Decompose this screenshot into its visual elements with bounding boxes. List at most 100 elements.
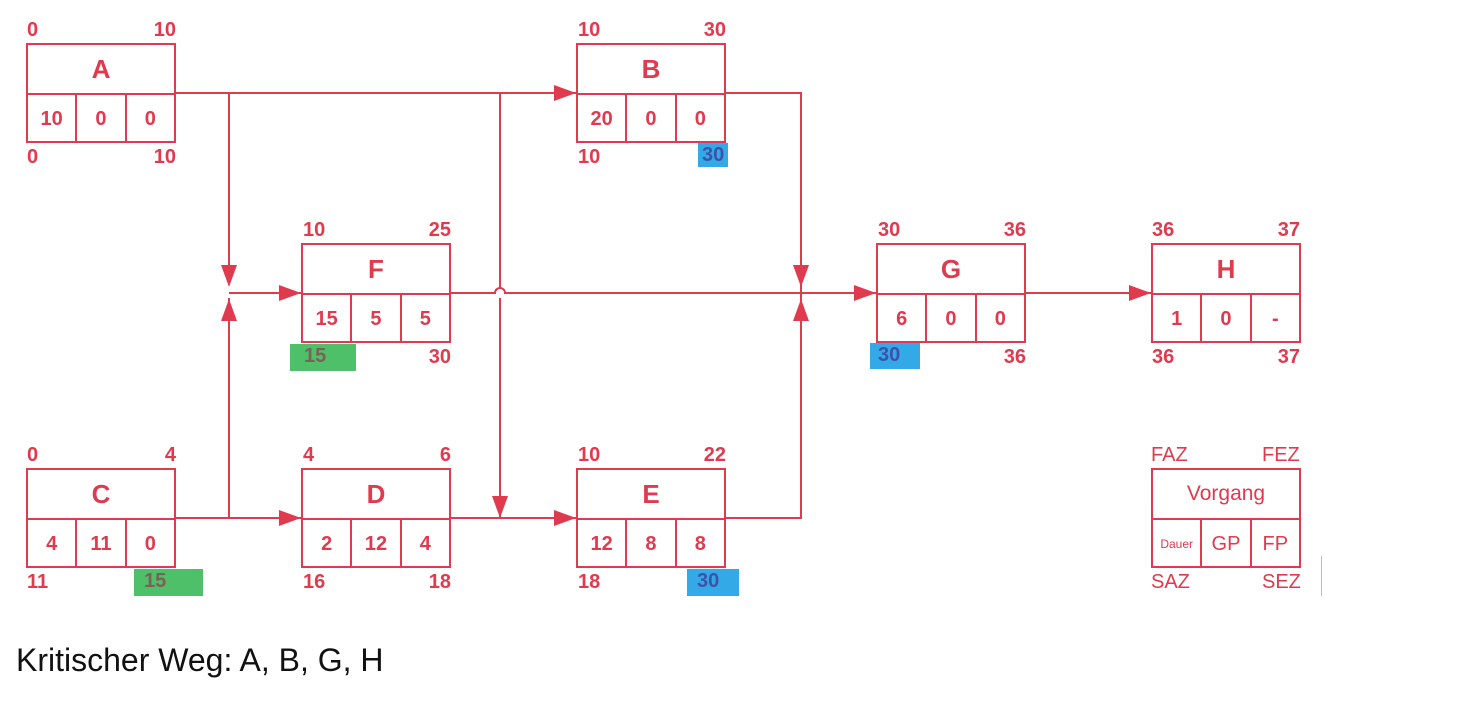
b-fez: 30 xyxy=(703,19,726,41)
a-fez: 10 xyxy=(153,19,176,41)
line-e-to-g xyxy=(726,293,802,519)
g-dauer: 6 xyxy=(896,307,908,330)
e-faz: 10 xyxy=(578,444,601,466)
e-name: E xyxy=(578,470,724,520)
d-sez: 18 xyxy=(428,571,451,593)
legend-fp: FP xyxy=(1249,520,1299,568)
legend-box: Vorgang Dauer GP FP xyxy=(1151,468,1301,568)
activity-a: A 10 0 0 xyxy=(26,43,176,143)
f-gp: 5 xyxy=(350,295,399,343)
a-gp: 0 xyxy=(75,95,124,143)
f-name: F xyxy=(303,245,449,295)
c-dauer: 4 xyxy=(46,532,58,555)
g-saz-highlighted: 30 xyxy=(870,343,920,369)
d-fp: 4 xyxy=(399,520,449,568)
b-saz: 10 xyxy=(578,146,601,168)
arrowhead-merge-up xyxy=(221,299,237,321)
g-gp: 0 xyxy=(925,295,974,343)
activity-h: H 1 0 - xyxy=(1151,243,1301,343)
f-fez: 25 xyxy=(428,219,451,241)
legend-fez: FEZ xyxy=(1262,444,1300,466)
a-fp: 0 xyxy=(124,95,174,143)
arrowhead-g xyxy=(854,285,876,301)
arrowhead-e xyxy=(554,510,576,526)
activity-g: G 6 0 0 xyxy=(876,243,1026,343)
e-gp: 8 xyxy=(625,520,674,568)
g-faz: 30 xyxy=(878,219,901,241)
b-gp: 0 xyxy=(625,95,674,143)
b-dauer: 20 xyxy=(590,107,613,130)
line-b-to-g xyxy=(726,92,802,293)
a-saz: 0 xyxy=(27,146,39,168)
critical-path-caption: Kritischer Weg: A, B, G, H xyxy=(16,642,384,678)
arrow-heads xyxy=(221,85,1151,526)
arrowhead-merge-down xyxy=(221,265,237,287)
legend-faz: FAZ xyxy=(1151,444,1188,466)
f-sez: 30 xyxy=(428,346,451,368)
d-name: D xyxy=(303,470,449,520)
a-faz: 0 xyxy=(27,19,39,41)
g-name: G xyxy=(878,245,1024,295)
arrowhead-g-down xyxy=(793,265,809,287)
c-gp: 11 xyxy=(75,520,124,568)
f-dauer: 15 xyxy=(315,307,338,330)
c-fez: 4 xyxy=(164,444,176,466)
c-fp: 0 xyxy=(124,520,174,568)
b-name: B xyxy=(578,45,724,95)
h-faz: 36 xyxy=(1152,219,1175,241)
b-sez-highlighted: 30 xyxy=(698,143,729,167)
connector-lines xyxy=(176,92,1151,519)
g-fp: 0 xyxy=(974,295,1024,343)
e-sez-highlighted: 30 xyxy=(687,569,739,596)
b-fp: 0 xyxy=(674,95,724,143)
arrowhead-drop-e xyxy=(492,496,508,518)
e-dauer: 12 xyxy=(590,532,613,555)
g-fez: 36 xyxy=(1003,219,1026,241)
legend-dauer: Dauer xyxy=(1160,537,1193,551)
a-dauer: 10 xyxy=(40,107,63,130)
arrowhead-d xyxy=(279,510,301,526)
h-gp: 0 xyxy=(1200,295,1249,343)
legend-sez: SEZ xyxy=(1262,571,1301,593)
activity-e: E 12 8 8 xyxy=(576,468,726,568)
b-faz: 10 xyxy=(578,19,601,41)
f-fp: 5 xyxy=(399,295,449,343)
arrowhead-h xyxy=(1129,285,1151,301)
f-saz-highlighted: 15 xyxy=(290,344,356,371)
h-saz: 36 xyxy=(1152,346,1175,368)
activity-b: B 20 0 0 xyxy=(576,43,726,143)
f-faz: 10 xyxy=(303,219,326,241)
h-dauer: 1 xyxy=(1171,307,1183,330)
h-name: H xyxy=(1153,245,1299,295)
activity-d: D 2 12 4 xyxy=(301,468,451,568)
c-sez-highlighted: 15 xyxy=(134,569,203,596)
d-faz: 4 xyxy=(303,444,315,466)
d-gp: 12 xyxy=(350,520,399,568)
arrowhead-f xyxy=(279,285,301,301)
h-fp: - xyxy=(1249,295,1299,343)
legend-gp: GP xyxy=(1200,520,1249,568)
legend-divider xyxy=(1321,556,1322,596)
d-saz: 16 xyxy=(303,571,326,593)
d-dauer: 2 xyxy=(321,532,333,555)
c-faz: 0 xyxy=(27,444,39,466)
c-saz: 11 xyxy=(27,571,49,593)
line-f-to-g xyxy=(451,287,876,294)
legend-vorgang: Vorgang xyxy=(1153,470,1299,520)
e-saz: 18 xyxy=(578,571,601,593)
d-fez: 6 xyxy=(439,444,451,466)
c-name: C xyxy=(28,470,174,520)
g-sez: 36 xyxy=(1003,346,1026,368)
h-sez: 37 xyxy=(1277,346,1300,368)
a-sez: 10 xyxy=(153,146,176,168)
legend-saz: SAZ xyxy=(1151,571,1190,593)
activity-f: F 15 5 5 xyxy=(301,243,451,343)
e-fp: 8 xyxy=(674,520,724,568)
activity-c: C 4 11 0 xyxy=(26,468,176,568)
a-name: A xyxy=(28,45,174,95)
h-fez: 37 xyxy=(1277,219,1300,241)
arrowhead-g-up xyxy=(793,299,809,321)
e-fez: 22 xyxy=(703,444,726,466)
